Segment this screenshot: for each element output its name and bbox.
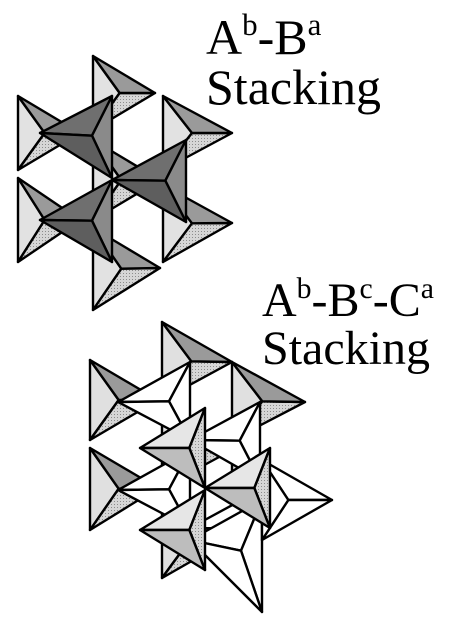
layer-a-superscript: b (242, 6, 258, 42)
ab-stacking-formula: Ab-Ba (206, 9, 381, 65)
stippled-tetrahedron (138, 488, 207, 572)
stacking-word: Stacking (206, 59, 381, 115)
layer-a-letter: A (262, 274, 297, 327)
dark-tetrahedron (110, 138, 188, 224)
layer-b-superscript: a (307, 6, 322, 42)
white-tetrahedron-face (188, 538, 264, 614)
stippled-tetrahedron (138, 406, 207, 490)
layer-a-letter: A (206, 9, 243, 65)
layer-b-letter: B (327, 274, 360, 327)
dark-tetrahedron (38, 94, 114, 180)
layer-b-superscript: c (359, 271, 373, 305)
stippled-tetrahedron (203, 446, 272, 530)
white-tetrahedron (260, 458, 334, 542)
abc-stacking-label: Ab-Bc-Ca Stacking (262, 273, 434, 375)
light-tetrahedron-face (160, 320, 234, 364)
ab-stacking-label: Ab-Ba Stacking (206, 9, 381, 115)
light-tetrahedron-face (161, 94, 234, 135)
stippled-tetrahedron-face (138, 528, 207, 572)
layer-c-superscript: a (420, 271, 434, 305)
light-tetrahedron-face (230, 360, 307, 404)
dark-tetrahedron (38, 178, 114, 264)
stacking-word: Stacking (262, 322, 430, 375)
dark-tetrahedron-face (38, 218, 114, 264)
dark-tetrahedron-face (110, 178, 188, 224)
layer-c-letter: C (388, 274, 421, 327)
dash: - (372, 274, 389, 327)
abc-stacking-diagram (88, 320, 334, 614)
stippled-tetrahedron-face (138, 446, 207, 490)
dash: - (311, 274, 328, 327)
ab-stacking-diagram (16, 54, 234, 312)
stippled-tetrahedron-face (203, 486, 272, 530)
dark-tetrahedron-face (38, 131, 114, 180)
dash: - (257, 9, 275, 65)
abc-stacking-formula: Ab-Bc-Ca (262, 273, 434, 327)
layer-a-superscript: b (296, 271, 312, 305)
light-tetrahedron-face (91, 54, 157, 95)
layer-b-letter: B (274, 9, 308, 65)
